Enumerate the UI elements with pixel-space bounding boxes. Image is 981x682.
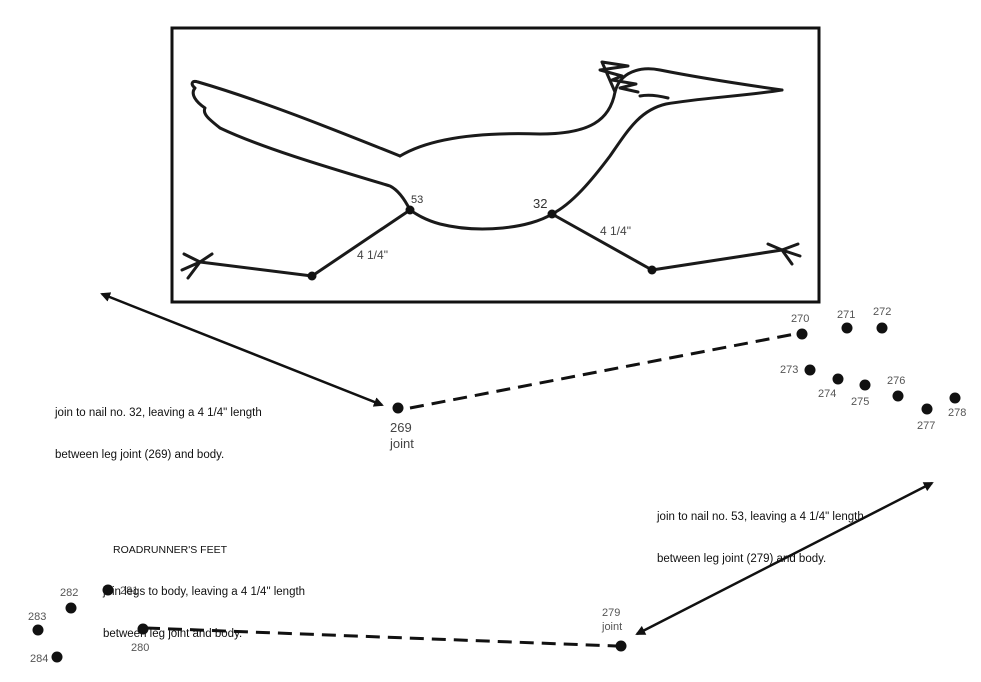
dot-283: 283 (28, 611, 46, 636)
right-shin (650, 248, 784, 272)
right-join-note: join to nail no. 53, leaving a 4 1/4" le… (657, 482, 864, 580)
svg-text:277: 277 (917, 420, 935, 432)
feet-note: ROADRUNNER'S FEET join legs to body, lea… (103, 515, 305, 655)
svg-text:276: 276 (887, 375, 905, 387)
dot-281: 281 (102, 584, 138, 597)
svg-text:278: 278 (948, 407, 966, 419)
left-leg (310, 208, 412, 278)
dot-271: 271 (837, 309, 855, 334)
right-leg (550, 212, 654, 272)
tail-bottom-edge (218, 126, 412, 212)
left-join-arrow (100, 292, 384, 407)
dot-274: 274 (818, 373, 844, 400)
right-foot-toes (766, 242, 802, 266)
length-label-right: 4 1/4" (600, 224, 631, 238)
head-detail (638, 93, 670, 100)
svg-text:271: 271 (837, 309, 855, 321)
dot-277: 277 (917, 403, 935, 432)
svg-text:279: 279 (602, 607, 620, 619)
left-foot-toes (180, 252, 214, 280)
svg-text:280: 280 (131, 642, 149, 654)
right-join-note-line2: between leg joint (279) and body. (657, 553, 827, 565)
dashed-leg-lower (145, 626, 617, 648)
picture-frame (170, 26, 821, 304)
dot-275: 275 (851, 379, 871, 408)
right-knee-dot (647, 265, 657, 275)
nail-32-label: 32 (533, 196, 547, 211)
belly (408, 208, 554, 231)
right-join-note-line1: join to nail no. 53, leaving a 4 1/4" le… (657, 511, 864, 523)
dot-279: 279 joint (601, 607, 627, 652)
length-label-left: 4 1/4" (357, 248, 388, 262)
nail-53-label: 53 (411, 194, 423, 206)
dot-282: 282 (60, 587, 78, 614)
left-shin (198, 260, 314, 278)
dashed-leg-upper (409, 331, 801, 410)
svg-text:284: 284 (30, 653, 48, 665)
feet-note-line2: between leg joint and body. (103, 628, 243, 640)
svg-text:273: 273 (780, 364, 798, 376)
svg-text:270: 270 (791, 313, 809, 325)
svg-text:283: 283 (28, 611, 46, 623)
head-crest (598, 60, 640, 94)
dot-278: 278 (948, 392, 966, 419)
svg-text:282: 282 (60, 587, 78, 599)
dot-276: 276 (887, 375, 905, 402)
feet-note-line1: join legs to body, leaving a 4 1/4" leng… (103, 586, 306, 598)
joint-label-269: joint (389, 436, 414, 451)
roadrunner-outline (180, 60, 802, 280)
nail-32-dot (547, 209, 557, 219)
joint-label-279: joint (601, 621, 622, 633)
dot-272: 272 (873, 306, 891, 334)
dot-284: 284 (30, 651, 63, 665)
tail-feather-tip (190, 80, 222, 130)
left-join-note-line1: join to nail no. 32, leaving a 4 1/4" le… (55, 407, 262, 419)
tail-top-edge (196, 80, 402, 158)
beak-and-throat (550, 88, 784, 216)
nail-53-dot (405, 205, 415, 215)
svg-text:269: 269 (390, 420, 412, 435)
dot-270: 270 (791, 313, 809, 340)
dot-280: 280 (131, 623, 149, 654)
back-and-neck (398, 67, 784, 158)
svg-text:272: 272 (873, 306, 891, 318)
left-join-note-line2: between leg joint (269) and body. (55, 449, 225, 461)
left-join-note: join to nail no. 32, leaving a 4 1/4" le… (55, 378, 262, 476)
dot-273: 273 (780, 364, 816, 376)
dot-269: 269 joint (389, 402, 414, 451)
right-join-arrow (635, 481, 934, 636)
feet-note-title: ROADRUNNER'S FEET (113, 544, 228, 556)
svg-text:281: 281 (120, 585, 138, 597)
svg-text:274: 274 (818, 388, 836, 400)
svg-text:275: 275 (851, 396, 869, 408)
left-knee-dot (307, 271, 317, 281)
